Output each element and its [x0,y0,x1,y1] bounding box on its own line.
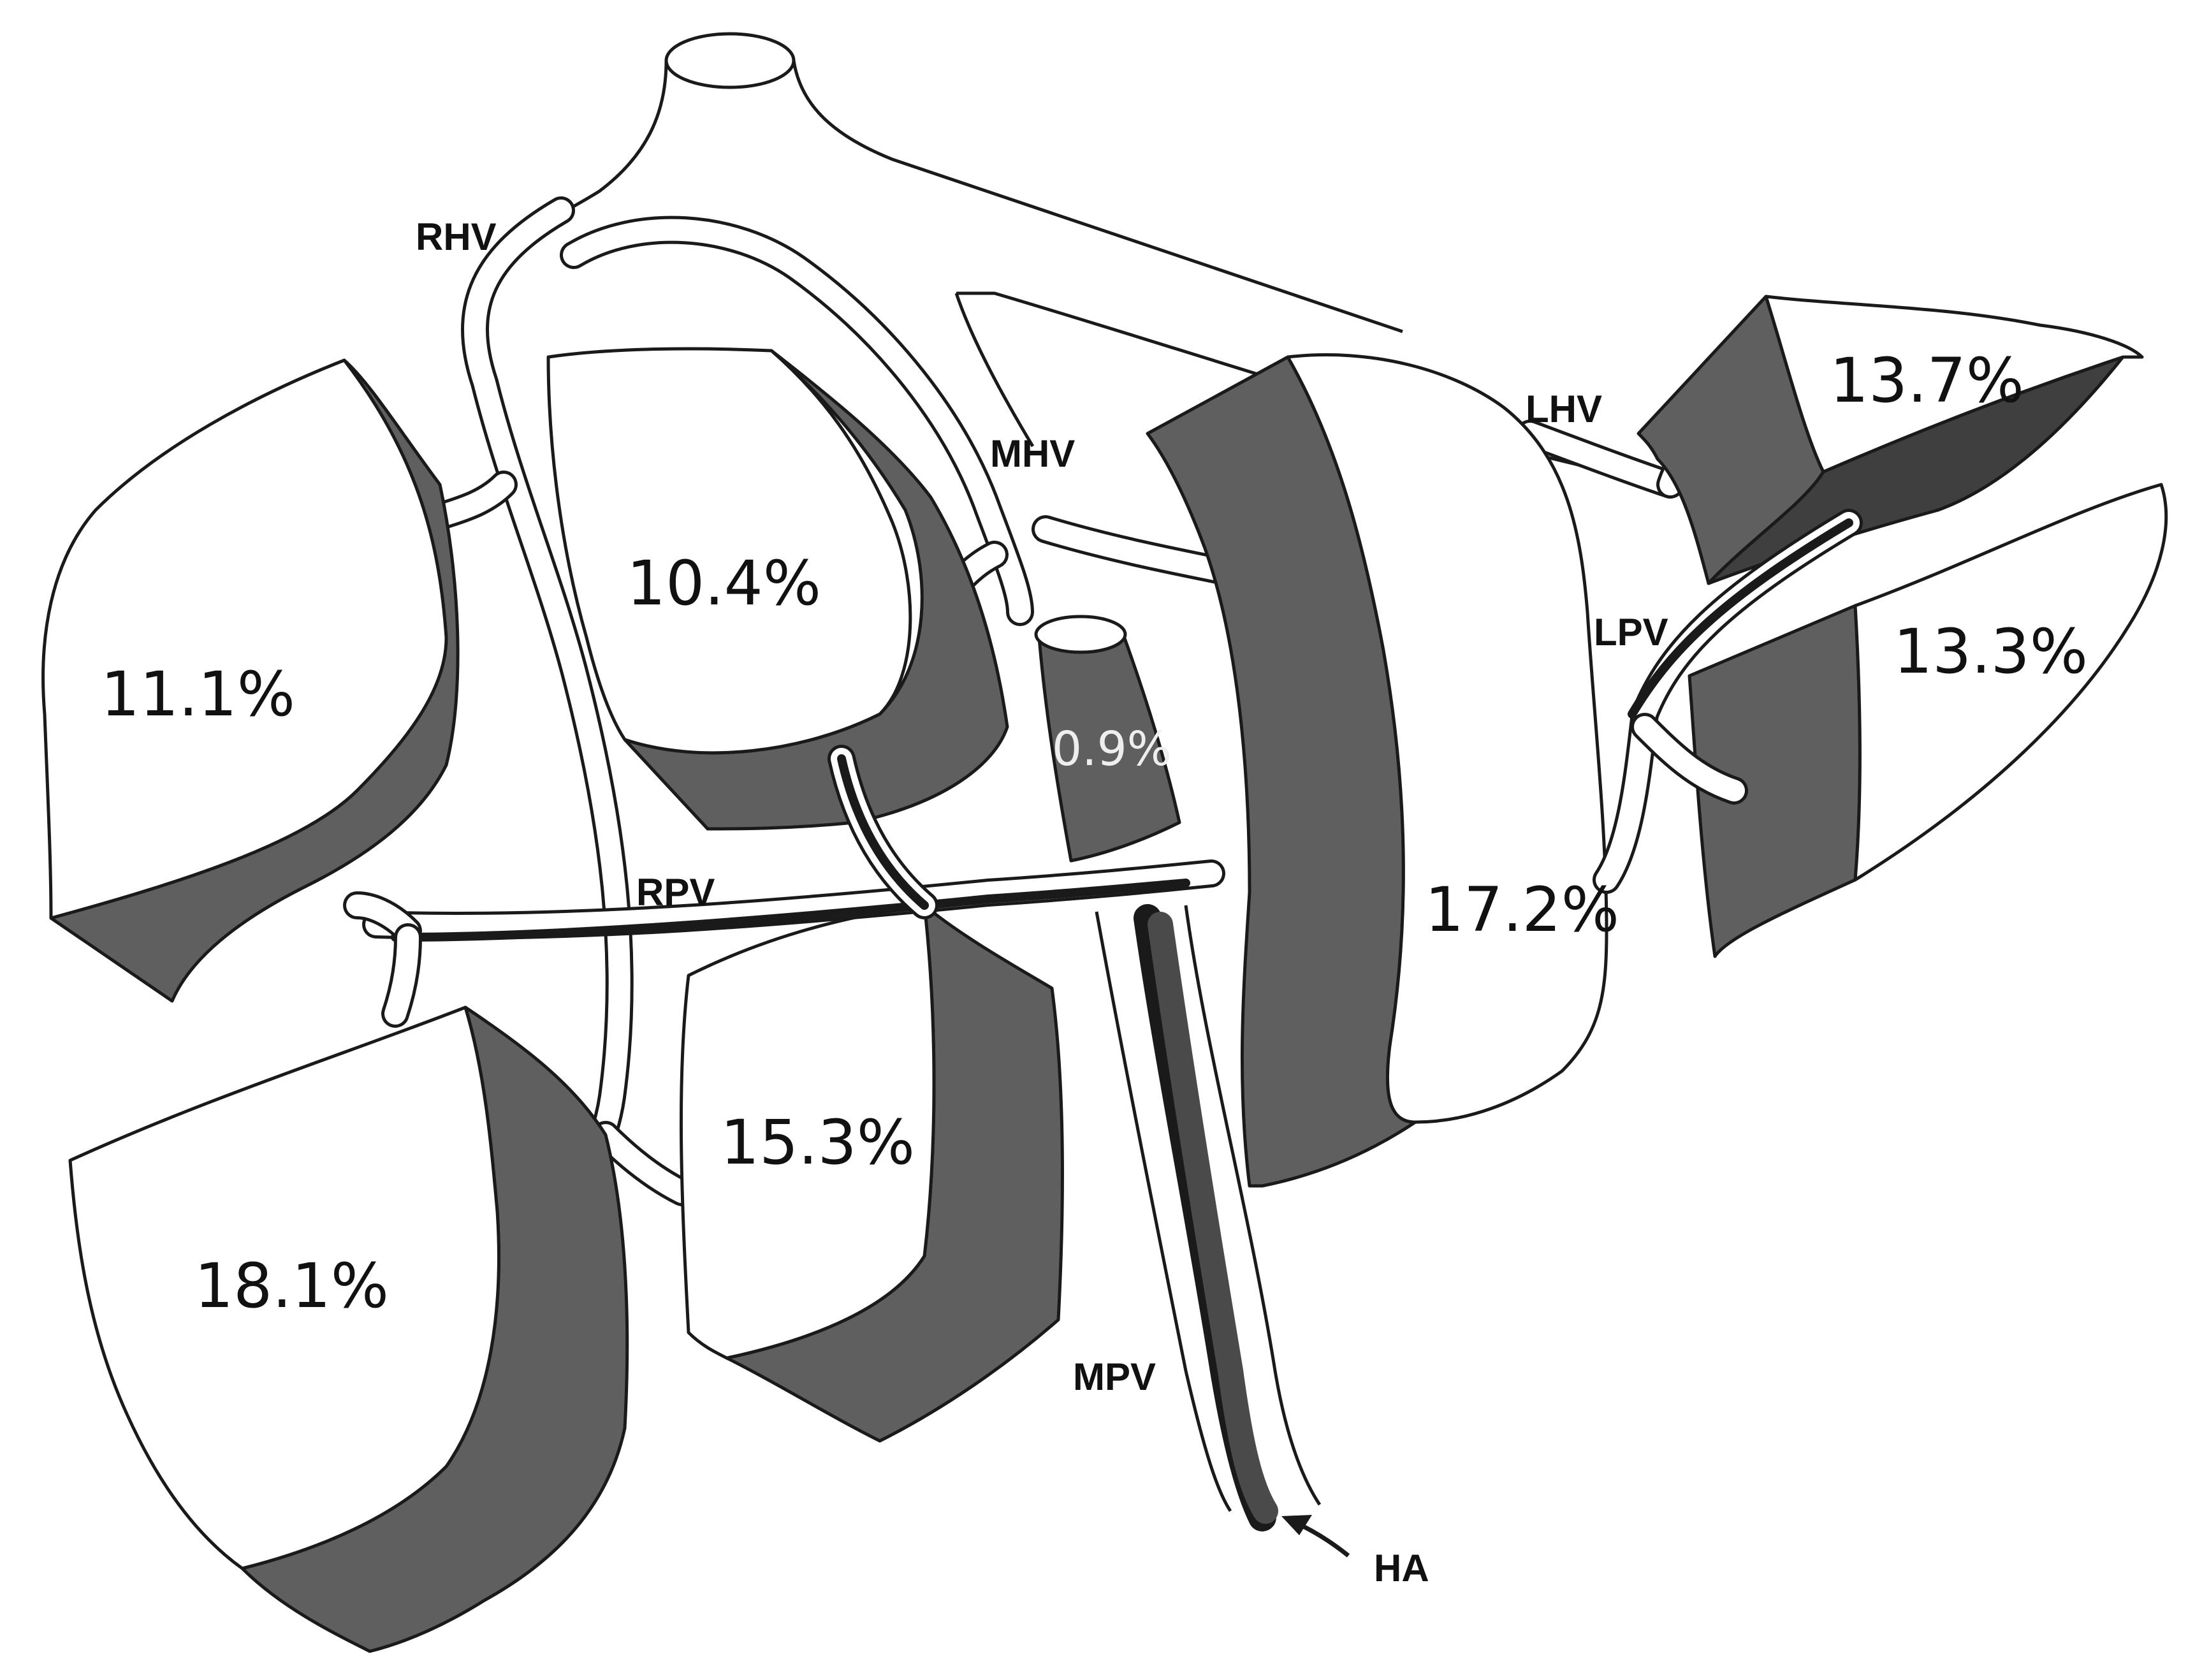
segment-15-3-label: 15.3% [720,1107,915,1178]
rhv-label: RHV [416,215,497,258]
ivc-trunk [483,60,1403,333]
ha-arrowhead [1281,1515,1312,1535]
ha-label: HA [1374,1547,1429,1589]
rpv-core [391,879,1190,942]
rpv-label: RPV [636,871,715,914]
segment-17-2-face [1286,353,1608,1124]
rhv-branch-lower-inner [595,1124,693,1203]
lhv-vessel-inner [1519,423,1681,495]
ha-pointer [1281,1515,1350,1558]
segment-13-3-face [1853,483,2168,882]
mpv-sheath-left [1095,911,1232,1512]
lpv-label: LPV [1594,611,1668,654]
segment-18-1-face [68,1005,500,1570]
segment-17-2-label: 17.2% [1425,874,1619,946]
segment-10-4 [546,347,1009,831]
lhv-label: LHV [1526,388,1602,430]
segment-0-9-vessel-top [1034,615,1127,654]
segment-10-4-face [546,347,912,755]
segment-10-4-label: 10.4% [627,548,821,619]
segment-13-7-label: 13.7% [1830,345,2024,416]
segment-0-9-label: 0.9% [1052,722,1172,777]
rhv-vessel-inner [464,200,631,1209]
segment-10-4-side [623,349,1009,831]
segment-13-7-face [1764,295,2144,474]
segment-11-1 [41,358,460,1003]
segment-18-1-label: 18.1% [194,1250,389,1322]
ivc-opening [664,32,796,89]
mpv-core [1148,912,1278,1524]
rpv-vessel-inner [365,863,1222,937]
segment-17-2 [1146,353,1608,1188]
segment-15-3 [679,903,1065,1443]
rpv-fork-down-inner [384,926,419,1025]
portal-vein-tree [343,509,1863,1531]
mpv-label: MPV [1073,1355,1156,1398]
rpv-branch-up-core [837,754,929,910]
segment-13-3 [1688,483,2168,958]
segment-13-3-label: 13.3% [1893,616,2088,687]
segment-0-9 [1034,615,1181,863]
segment-0-9-side [1037,629,1181,863]
ha-vessel [1184,905,1322,1506]
segment-18-1 [68,1005,629,1653]
mhv-label: MHV [990,432,1075,475]
segment-15-3-face [679,903,936,1360]
segment-11-1-face [41,358,448,920]
segment-13-7 [1637,295,2144,585]
segment-11-1-label: 11.1% [101,659,295,730]
lpv-branch-inner [1634,716,1745,801]
lpv-core [1628,518,1853,719]
